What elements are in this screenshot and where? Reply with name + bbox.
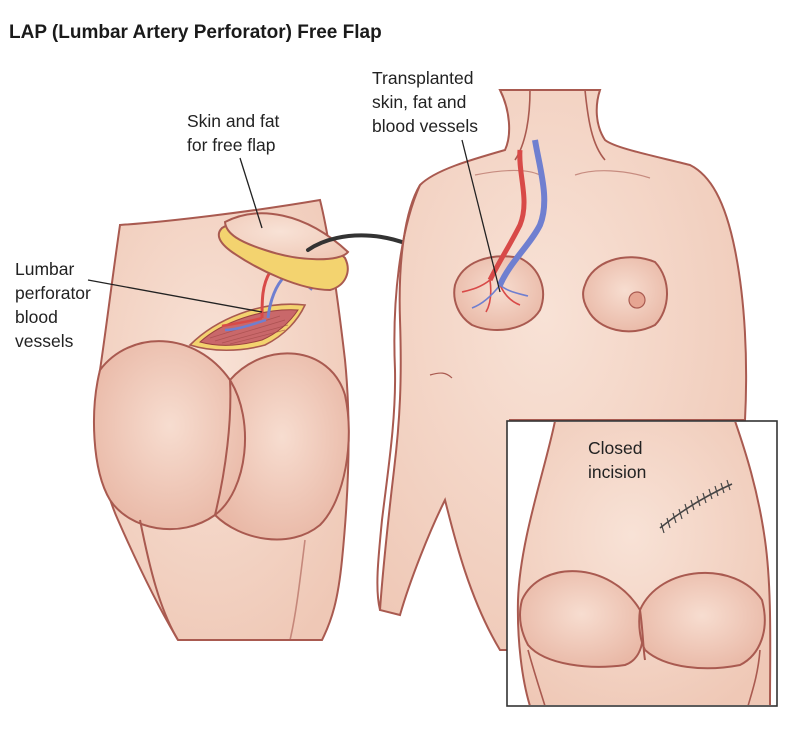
thigh-right bbox=[289, 539, 306, 641]
thigh-left bbox=[139, 519, 179, 641]
inset-right-buttock bbox=[638, 571, 766, 670]
label-skin-and-fat: Skin and fat for free flap bbox=[187, 109, 279, 157]
label-line: Skin and fat bbox=[187, 111, 280, 131]
flap-skin bbox=[223, 212, 350, 261]
inset-thigh-lines bbox=[527, 649, 761, 705]
right-buttock bbox=[213, 352, 350, 541]
left-arm bbox=[376, 184, 421, 611]
donor-muscle bbox=[198, 309, 299, 346]
label-line: perforator bbox=[15, 283, 91, 303]
lifted-flap bbox=[217, 212, 350, 292]
diagram-title: LAP (Lumbar Artery Perforator) Free Flap bbox=[9, 22, 382, 43]
abdomen-line bbox=[429, 372, 453, 379]
label-closed-incision: Closed incision bbox=[588, 436, 646, 484]
label-line: incision bbox=[588, 462, 647, 482]
leader-lumbar bbox=[87, 279, 263, 313]
label-lumbar-vessels: Lumbar perforator blood vessels bbox=[15, 257, 91, 353]
label-line: for free flap bbox=[187, 135, 276, 155]
label-line: Closed bbox=[588, 438, 643, 458]
gluteal-cleft bbox=[214, 379, 232, 516]
label-line: Lumbar bbox=[15, 259, 75, 279]
label-line: Transplanted bbox=[372, 68, 474, 88]
donor-site bbox=[188, 303, 307, 351]
collarbones bbox=[474, 169, 651, 179]
inset-cleft bbox=[639, 609, 646, 661]
natural-breast bbox=[582, 256, 668, 333]
reconstructed-breast bbox=[453, 255, 545, 331]
chest-vessels bbox=[461, 139, 548, 313]
label-transplanted: Transplanted skin, fat and blood vessels bbox=[372, 66, 478, 138]
front-torso bbox=[378, 89, 748, 651]
front-figure bbox=[376, 89, 748, 651]
inset-closed-incision bbox=[506, 420, 778, 707]
leader-transplanted bbox=[461, 139, 501, 293]
back-figure bbox=[93, 198, 350, 641]
label-line: vessels bbox=[15, 331, 74, 351]
suture-line-icon bbox=[659, 479, 733, 534]
leader-skin-fat bbox=[239, 157, 263, 229]
nipple bbox=[628, 291, 646, 309]
label-line: skin, fat and bbox=[372, 92, 467, 112]
label-line: blood vessels bbox=[372, 116, 479, 136]
inset-left-buttock bbox=[519, 570, 645, 668]
label-line: blood bbox=[15, 307, 58, 327]
